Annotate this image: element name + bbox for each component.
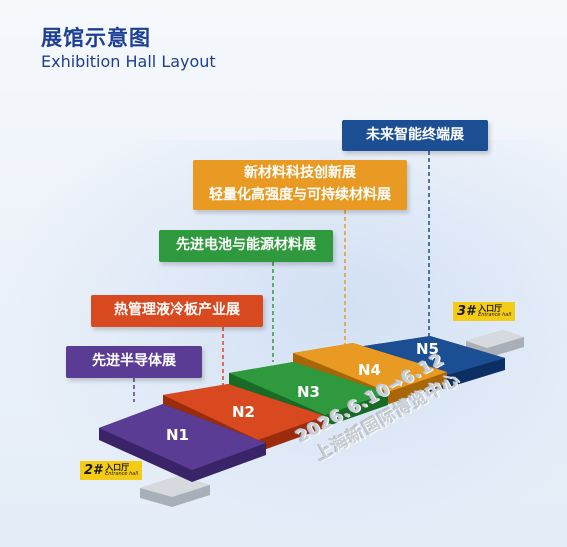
hall-n2[interactable]	[163, 384, 325, 452]
hall-n4[interactable]	[293, 343, 447, 404]
hall-id-n2: N2	[232, 403, 255, 421]
hall-label-n3[interactable]: 先进电池与能源材料展	[159, 230, 333, 262]
hall-label-n1[interactable]: 先进半导体展	[66, 346, 202, 378]
hall-label-n4[interactable]: 新材料科技创新展 轻量化高强度与可持续材料展	[193, 160, 407, 210]
page-title: 展馆示意图	[41, 26, 151, 50]
entrance-en-2: Entrance hall	[105, 471, 139, 477]
entrance-en-3: Entrance hall	[478, 312, 512, 318]
hall-label-n2[interactable]: 热管理液冷板产业展	[91, 295, 263, 327]
entrance-pad-2	[140, 476, 210, 507]
hall-n5[interactable]	[351, 336, 505, 393]
hall-n1[interactable]	[99, 404, 266, 482]
hall-label-n4-line1: 新材料科技创新展	[244, 165, 356, 182]
hall-id-n4: N4	[358, 361, 381, 379]
entrance-number-3: 3#	[457, 304, 476, 319]
hall-label-n4-line2: 轻量化高强度与可持续材料展	[209, 187, 391, 203]
hall-id-n3: N3	[297, 383, 320, 401]
hall-id-n5: N5	[416, 340, 439, 358]
page-subtitle: Exhibition Hall Layout	[41, 52, 216, 71]
entrance-badge-3: 3# 入口厅 Entrance hall	[453, 302, 516, 321]
entrance-zh-2: 入口厅	[105, 463, 130, 472]
hall-id-n1: N1	[166, 426, 189, 444]
entrance-zh-3: 入口厅	[478, 304, 503, 313]
entrance-number-2: 2#	[84, 463, 103, 478]
hall-n3[interactable]	[229, 362, 388, 427]
entrance-badge-2: 2# 入口厅 Entrance hall	[80, 461, 143, 480]
hall-label-n5[interactable]: 未来智能终端展	[342, 120, 488, 151]
